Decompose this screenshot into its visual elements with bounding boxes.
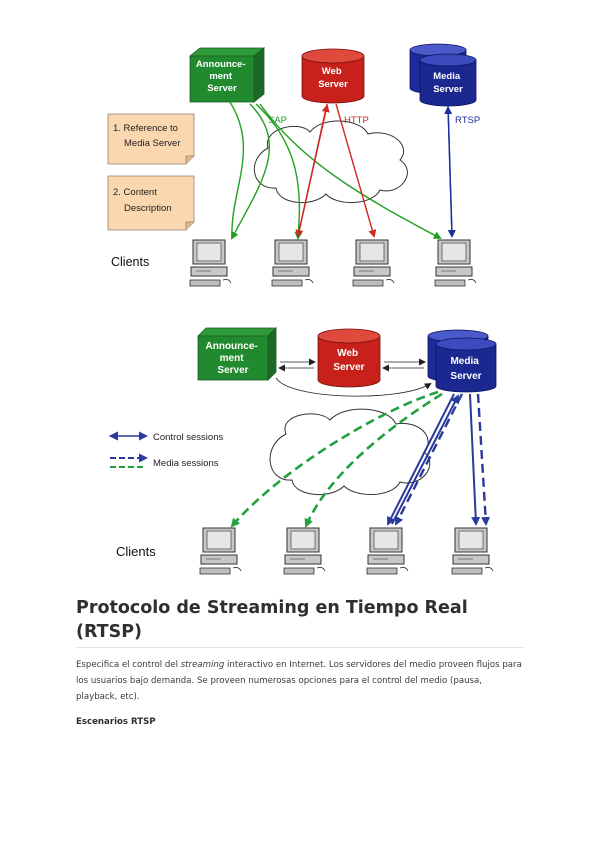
announcement-server-label-3: Server — [207, 83, 237, 94]
legend-control-sessions: Control sessions — [153, 432, 223, 443]
client-computer-icon — [189, 239, 232, 287]
rtsp-sessions-diagram: Announce- ment Server Web Server Media S… — [108, 327, 497, 575]
svg-text:Announce- ment Ser: Announce- ment Server — [206, 341, 261, 376]
note-content-description: 2. Content Description — [107, 175, 195, 231]
media-server-label-2: Server — [433, 84, 463, 95]
label-sap: SAP — [268, 115, 287, 126]
announcement-server: Announce- ment Server — [197, 327, 277, 381]
note1-line1: 1. Reference to — [113, 123, 178, 134]
web-server: Web Server — [301, 48, 365, 104]
legend-media-sessions: Media sessions — [153, 458, 219, 469]
svg-text:Web Server: Web Server — [318, 66, 348, 90]
announcement-server-label-2: ment — [220, 353, 245, 364]
note1-line2: Media Server — [124, 138, 181, 149]
note2-line2: Description — [124, 203, 172, 214]
article-paragraph: Especifica el control del streaming inte… — [76, 657, 524, 705]
announcement-server-label-1: Announce- — [196, 59, 246, 70]
client-computer-icon — [271, 239, 314, 287]
server-connectors — [275, 358, 432, 397]
internet-cloud — [253, 120, 408, 204]
media-server-label-2: Server — [450, 371, 481, 382]
paragraph-text-start: Especifica el control del — [76, 660, 181, 670]
announcement-server: Announce- ment Server — [188, 47, 266, 103]
note2-line1: 2. Content — [113, 187, 157, 198]
web-server: Web Server — [317, 328, 381, 388]
client-computer-icon — [366, 527, 409, 575]
legend: Control sessions Media sessions — [108, 431, 223, 469]
subheading-escenarios: Escenarios RTSP — [76, 717, 156, 727]
announcement-server-label-3: Server — [217, 365, 248, 376]
article-title: Protocolo de Streaming en Tiempo Real (R… — [76, 598, 468, 642]
web-server-label-1: Web — [337, 348, 358, 359]
media-server-label-1: Media — [450, 356, 479, 367]
title-divider — [76, 647, 524, 648]
svg-text:2. Content Description: 2. Content Description — [113, 187, 172, 214]
note-reference-media-server: 1. Reference to Media Server — [107, 113, 195, 165]
label-rtsp: RTSP — [455, 115, 480, 126]
web-server-label-1: Web — [322, 66, 342, 77]
client-computer-icon — [352, 239, 395, 287]
svg-text:Media Server: Media Server — [433, 71, 463, 95]
paragraph-text-end: interactivo en Internet. Los servidores … — [76, 660, 522, 702]
media-server: Media Server — [427, 329, 497, 393]
announcement-server-label-1: Announce- — [206, 341, 258, 352]
streaming-architecture-diagram: Announce- ment Server Web Server Media S… — [107, 43, 480, 287]
paragraph-emphasis: streaming — [180, 660, 225, 670]
client-computer-icon — [283, 527, 326, 575]
client-computer-icon — [451, 527, 494, 575]
internet-cloud — [269, 408, 431, 496]
media-session-arrows-blue — [394, 393, 491, 526]
rtsp-arrow — [444, 103, 456, 238]
announcement-server-label-2: ment — [209, 71, 233, 82]
media-server: Media Server — [409, 43, 477, 107]
sap-arrows — [229, 101, 442, 240]
svg-text:1. Reference to Media Se: 1. Reference to Media Server — [113, 123, 181, 149]
client-computer-icon — [434, 239, 477, 287]
svg-text:Web Server: Web Server — [333, 348, 364, 373]
svg-text:Media Server: Media Server — [450, 356, 481, 382]
media-session-arrows — [230, 390, 443, 528]
media-server-label-1: Media — [433, 71, 461, 82]
web-server-label-2: Server — [333, 362, 364, 373]
web-server-label-2: Server — [318, 79, 348, 90]
svg-text:Announce- ment Ser: Announce- ment Server — [196, 59, 248, 94]
http-arrows — [295, 103, 377, 238]
article: Protocolo de Streaming en Tiempo Real (R… — [76, 596, 524, 727]
client-computer-icon — [199, 527, 242, 575]
clients-label: Clients — [116, 544, 156, 559]
clients-label: Clients — [111, 255, 149, 269]
control-session-arrows — [387, 393, 481, 526]
label-http: HTTP — [344, 115, 369, 126]
